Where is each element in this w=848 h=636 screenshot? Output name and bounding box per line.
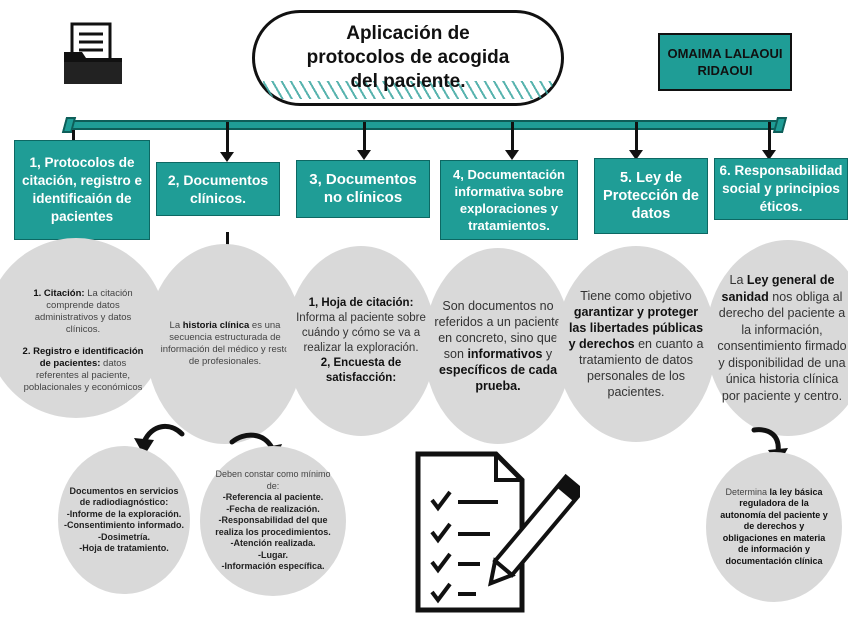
header-6-text: 6. Responsabilidad social y principios é… <box>719 163 843 214</box>
c6-text-1: La <box>729 273 747 287</box>
circle-6: La Ley general de sanidad nos obliga al … <box>706 240 848 436</box>
c4-bold-2: específicos de cada prueba. <box>438 363 558 393</box>
header-1: 1, Protocolos de citación, registro e id… <box>14 140 150 240</box>
c5-text-1: Tiene como objetivo <box>580 289 692 303</box>
c1-text-1: La citación comprende datos administrati… <box>34 288 133 335</box>
s1-line-4: -Dosimetría. <box>97 531 150 542</box>
c5-bold-1: garantizar y proteger las libertades púb… <box>568 305 704 351</box>
arrow-2-icon <box>220 152 234 162</box>
circle-1: 1. Citación: La citación comprende datos… <box>0 238 166 418</box>
s2-line-1: -Referencia al paciente. <box>222 492 324 503</box>
header-2-text: 2, Documentos clínicos. <box>167 172 269 206</box>
c3-text-1: Informa al paciente sobre cuándo y cómo … <box>296 312 426 354</box>
c5-text-2: en cuanto a tratamiento de datos persona… <box>579 337 704 399</box>
header-4: 4, Documentación informativa sobre explo… <box>440 160 578 240</box>
title-line-3: del paciente. <box>350 71 466 92</box>
header-1-text: 1, Protocolos de citación, registro e id… <box>21 155 143 224</box>
arrow-5-icon <box>629 150 643 160</box>
author-box: OMAIMA LALAOUI RIDAOUI <box>658 33 792 91</box>
curved-arrow-left-icon <box>130 420 186 464</box>
s2-line-4: -Atención realizada. <box>230 538 316 549</box>
s1-line-2: -Informe de la exploración. <box>66 508 182 519</box>
c2-text-1: La <box>169 320 183 331</box>
s3-text-1: Determina <box>725 486 770 497</box>
circle-sub-3: Determina la ley básica reguladora de la… <box>706 452 842 602</box>
c4-text-1: Son documentos no referidos a un pacient… <box>434 299 562 361</box>
author-line-1: OMAIMA LALAOUI <box>667 46 783 61</box>
checklist-pencil-icon <box>410 448 586 618</box>
header-4-text: 4, Documentación informativa sobre explo… <box>453 167 565 233</box>
c1-bold-2: 2. Registro e identificación de paciente… <box>22 346 144 369</box>
s2-line-6: -Información específica. <box>221 561 325 572</box>
connector-5 <box>635 122 638 150</box>
s2-line-2: -Fecha de realización. <box>226 503 320 514</box>
title-hatch-decoration <box>263 81 553 99</box>
c1-text-2: datos referentes al paciente, poblaciona… <box>23 358 143 393</box>
header-5: 5. Ley de Protección de datos <box>594 158 708 234</box>
s1-line-1: Documentos en servicios de radiodiagnóst… <box>69 485 179 508</box>
circle-sub-2: Deben constar como mínimo de: -Referenci… <box>200 446 346 596</box>
circle-2: La historia clínica es una secuencia est… <box>146 244 304 444</box>
author-line-2: RIDAOUI <box>697 63 753 78</box>
connector-6 <box>768 122 771 150</box>
c6-text-2: nos obliga al derecho del paciente a la … <box>717 289 847 403</box>
c1-bold-1: 1. Citación: <box>33 288 85 299</box>
c4-text-2: y <box>542 347 553 361</box>
title-line-1: Aplicación de <box>346 23 470 44</box>
arrow-4-icon <box>505 150 519 160</box>
circle-sub-1: Documentos en servicios de radiodiagnóst… <box>58 446 190 594</box>
connector-1 <box>72 130 75 140</box>
c2-text-2: es una secuencia estructurada de informa… <box>160 320 290 367</box>
circle-5: Tiene como objetivo garantizar y protege… <box>556 246 716 442</box>
connector-4 <box>511 122 514 150</box>
c2-bold-1: historia clínica <box>182 320 250 331</box>
s2-line-3: -Responsabilidad del que realiza los pro… <box>215 515 331 537</box>
header-2: 2, Documentos clínicos. <box>156 162 280 216</box>
header-3: 3, Documentos no clínicos <box>296 160 430 218</box>
header-6: 6. Responsabilidad social y principios é… <box>714 158 848 220</box>
connector-3 <box>363 122 366 150</box>
c4-bold-1: informativos <box>467 347 543 361</box>
page-title: Aplicación de protocolos de acogida del … <box>307 22 510 94</box>
s1-line-5: -Hoja de tratamiento. <box>79 543 169 553</box>
arrow-3-icon <box>357 150 371 160</box>
header-3-text: 3, Documentos no clínicos <box>309 171 417 206</box>
c6-bold-1: Ley general de sanidad <box>721 273 835 304</box>
s2-line-5: -Lugar. <box>257 549 288 560</box>
title-line-2: protocolos de acogida <box>306 47 510 68</box>
header-5-text: 5. Ley de Protección de datos <box>603 170 699 222</box>
timeline-bar <box>68 120 780 130</box>
folder-document-icon <box>62 22 124 86</box>
title-cloud: Aplicación de protocolos de acogida del … <box>252 10 564 106</box>
c3-bold-1: 1, Hoja de citación: <box>308 297 414 309</box>
circle-3: 1, Hoja de citación: Informa al paciente… <box>286 246 436 436</box>
s1-line-3: -Consentimiento informado. <box>64 520 184 530</box>
s3-bold-1: la ley básica reguladora de la autonomía… <box>720 486 828 566</box>
c3-bold-2: 2, Encuesta de satisfacción: <box>320 357 402 384</box>
arrow-6-icon <box>762 150 776 160</box>
circle-4: Son documentos no referidos a un pacient… <box>424 248 572 444</box>
s2-intro: Deben constar como mínimo de: <box>215 469 331 491</box>
connector-2 <box>226 122 229 152</box>
